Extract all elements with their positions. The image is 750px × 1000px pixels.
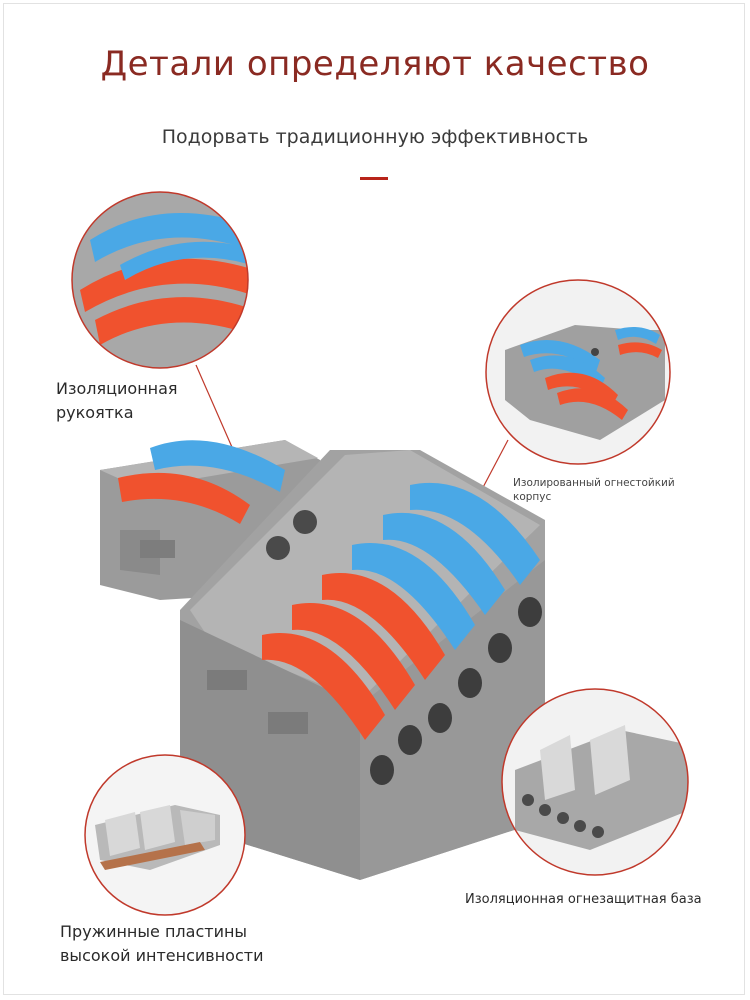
callout-circle-base bbox=[501, 688, 689, 876]
callout-circle-housing bbox=[485, 279, 671, 465]
page-title: Детали определяют качество bbox=[100, 44, 650, 84]
callout-circle-handle bbox=[71, 191, 249, 369]
page-frame bbox=[3, 3, 745, 995]
callout-circle-springs bbox=[84, 754, 246, 916]
callout-label-handle-line2: рукоятка bbox=[56, 403, 134, 422]
callout-label-handle: Изоляционная рукоятка bbox=[56, 377, 178, 425]
main-connector bbox=[100, 440, 545, 880]
callout-label-springs-line1: Пружинные пластины bbox=[60, 922, 248, 941]
callout-label-springs: Пружинные пластины высокой интенсивности bbox=[60, 920, 263, 968]
callout-label-base-line1: Изоляционная огнезащитная база bbox=[465, 892, 702, 907]
callout-label-base: Изоляционная огнезащитная база bbox=[465, 888, 702, 912]
callout-label-housing-line1: Изолированный огнестойкий bbox=[513, 477, 675, 489]
callout-label-springs-line2: высокой интенсивности bbox=[60, 946, 264, 965]
page-subtitle: Подорвать традиционную эффективность bbox=[161, 126, 589, 148]
accent-divider bbox=[360, 177, 388, 180]
callout-label-housing-line2: корпус bbox=[513, 491, 552, 503]
callout-label-handle-line1: Изоляционная bbox=[56, 379, 178, 398]
callout-label-housing: Изолированный огнестойкий корпус bbox=[513, 476, 675, 504]
